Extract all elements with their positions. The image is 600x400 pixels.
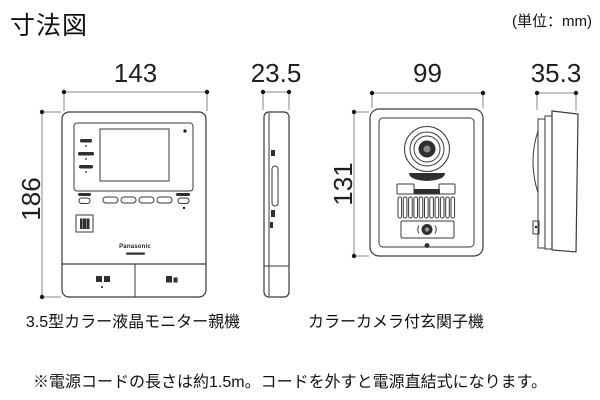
talk-button-glyph xyxy=(96,276,110,288)
monitor-brand-logo: Panasonic xyxy=(119,244,151,250)
monitor-caption: 3.5型カラー液晶モニター親機 xyxy=(25,314,241,331)
model-number-mark xyxy=(126,252,145,255)
lens-hood xyxy=(409,173,445,181)
camera-lens-icon xyxy=(404,126,450,172)
dim-label-monitor-height: 186 xyxy=(15,177,46,221)
dim-door-width xyxy=(369,90,486,108)
side-control-buttons xyxy=(78,139,94,173)
dim-label-monitor-width: 143 xyxy=(113,58,158,88)
dim-label-door-height: 131 xyxy=(327,162,358,206)
dim-label-door-depth: 35.3 xyxy=(530,58,582,88)
dim-monitor-height xyxy=(39,109,61,300)
dim-door-depth xyxy=(534,90,579,111)
screw xyxy=(424,243,430,248)
dim-monitor-depth xyxy=(260,89,292,110)
monitor-side-view xyxy=(263,111,290,298)
camera-dome-profile xyxy=(532,130,539,194)
function-button-row xyxy=(78,193,190,210)
end-button-glyph xyxy=(166,276,178,283)
speaker-icon xyxy=(75,214,94,233)
lcd-screen xyxy=(99,128,170,182)
dim-monitor-width xyxy=(61,89,210,111)
dim-door-height xyxy=(351,109,369,259)
door-station-side-view xyxy=(532,110,579,253)
dim-label-door-width: 99 xyxy=(413,58,442,88)
call-button xyxy=(400,220,455,239)
unit-label: (単位：mm) xyxy=(512,13,592,30)
side-slot xyxy=(271,165,279,207)
page-title: 寸法図 xyxy=(10,12,89,40)
brand-band xyxy=(414,189,440,195)
door-station-front-view xyxy=(369,108,484,257)
indicator-led xyxy=(183,129,187,133)
monitor-front-view xyxy=(61,111,207,298)
screen-panel xyxy=(73,122,194,192)
speaker-grille xyxy=(397,196,456,219)
power-cord-footnote: ※電源コードの長さは約1.5m。コードを外すと電源直結式になります。 xyxy=(33,374,547,391)
door-station-caption: カラーカメラ付玄関子機 xyxy=(307,314,484,331)
dim-label-monitor-depth: 23.5 xyxy=(250,58,302,88)
